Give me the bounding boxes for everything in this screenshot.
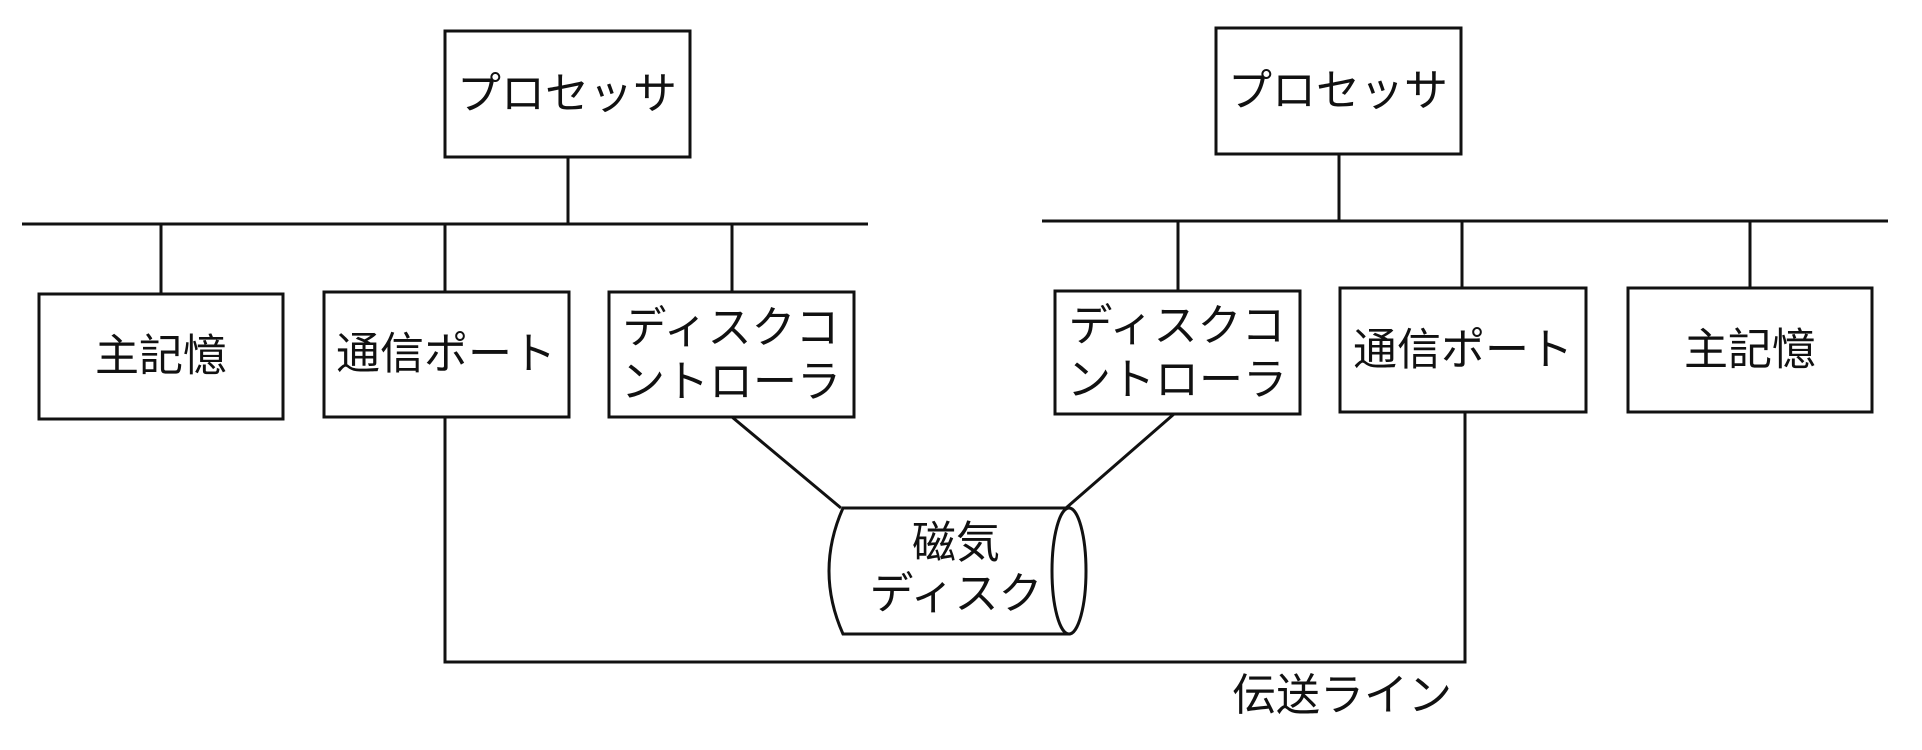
transmission-line: 伝送ライン xyxy=(443,412,1467,721)
magnetic-disk: 磁気 ディスク xyxy=(731,412,1175,636)
right-controller-to-disk-link xyxy=(1065,412,1175,510)
left-main-memory-label: 主記憶 xyxy=(95,331,227,382)
right-main-memory-box xyxy=(1626,286,1874,414)
left-comm-port-label: 通信ポート xyxy=(336,329,556,380)
disk-cylinder-end xyxy=(1050,506,1088,636)
left-system: プロセッサ 主記憶 通信ポート ディスクコ ントローラ xyxy=(22,29,868,421)
right-disk-controller-label-line1: ディスクコ xyxy=(1069,301,1286,352)
disk-cylinder-body xyxy=(827,506,1071,636)
left-controller-to-disk-link xyxy=(731,415,842,510)
left-processor-box xyxy=(443,29,692,159)
right-processor-box xyxy=(1214,26,1463,156)
right-system: プロセッサ ディスクコ ントローラ 通信ポート 主記憶 xyxy=(1042,26,1888,416)
transmission-line-label: 伝送ライン xyxy=(1232,670,1452,721)
right-processor-label: プロセッサ xyxy=(1228,66,1448,117)
left-disk-controller-label-line1: ディスクコ xyxy=(623,303,840,354)
left-disk-controller-label-line2: ントローラ xyxy=(621,357,841,408)
right-comm-port-label: 通信ポート xyxy=(1353,325,1573,376)
disk-label-line1: 磁気 xyxy=(912,518,1000,569)
transmission-line-path xyxy=(443,412,1467,664)
right-disk-controller-box xyxy=(1053,289,1302,416)
left-disk-controller-box xyxy=(607,290,856,419)
left-main-memory-box xyxy=(37,292,285,421)
right-comm-port-box xyxy=(1338,286,1588,414)
left-processor-label: プロセッサ xyxy=(457,69,677,120)
disk-label-line2: ディスク xyxy=(870,569,1043,620)
right-main-memory-label: 主記憶 xyxy=(1684,325,1816,376)
right-disk-controller-label-line2: ントローラ xyxy=(1067,355,1287,406)
left-comm-port-box xyxy=(322,290,571,419)
